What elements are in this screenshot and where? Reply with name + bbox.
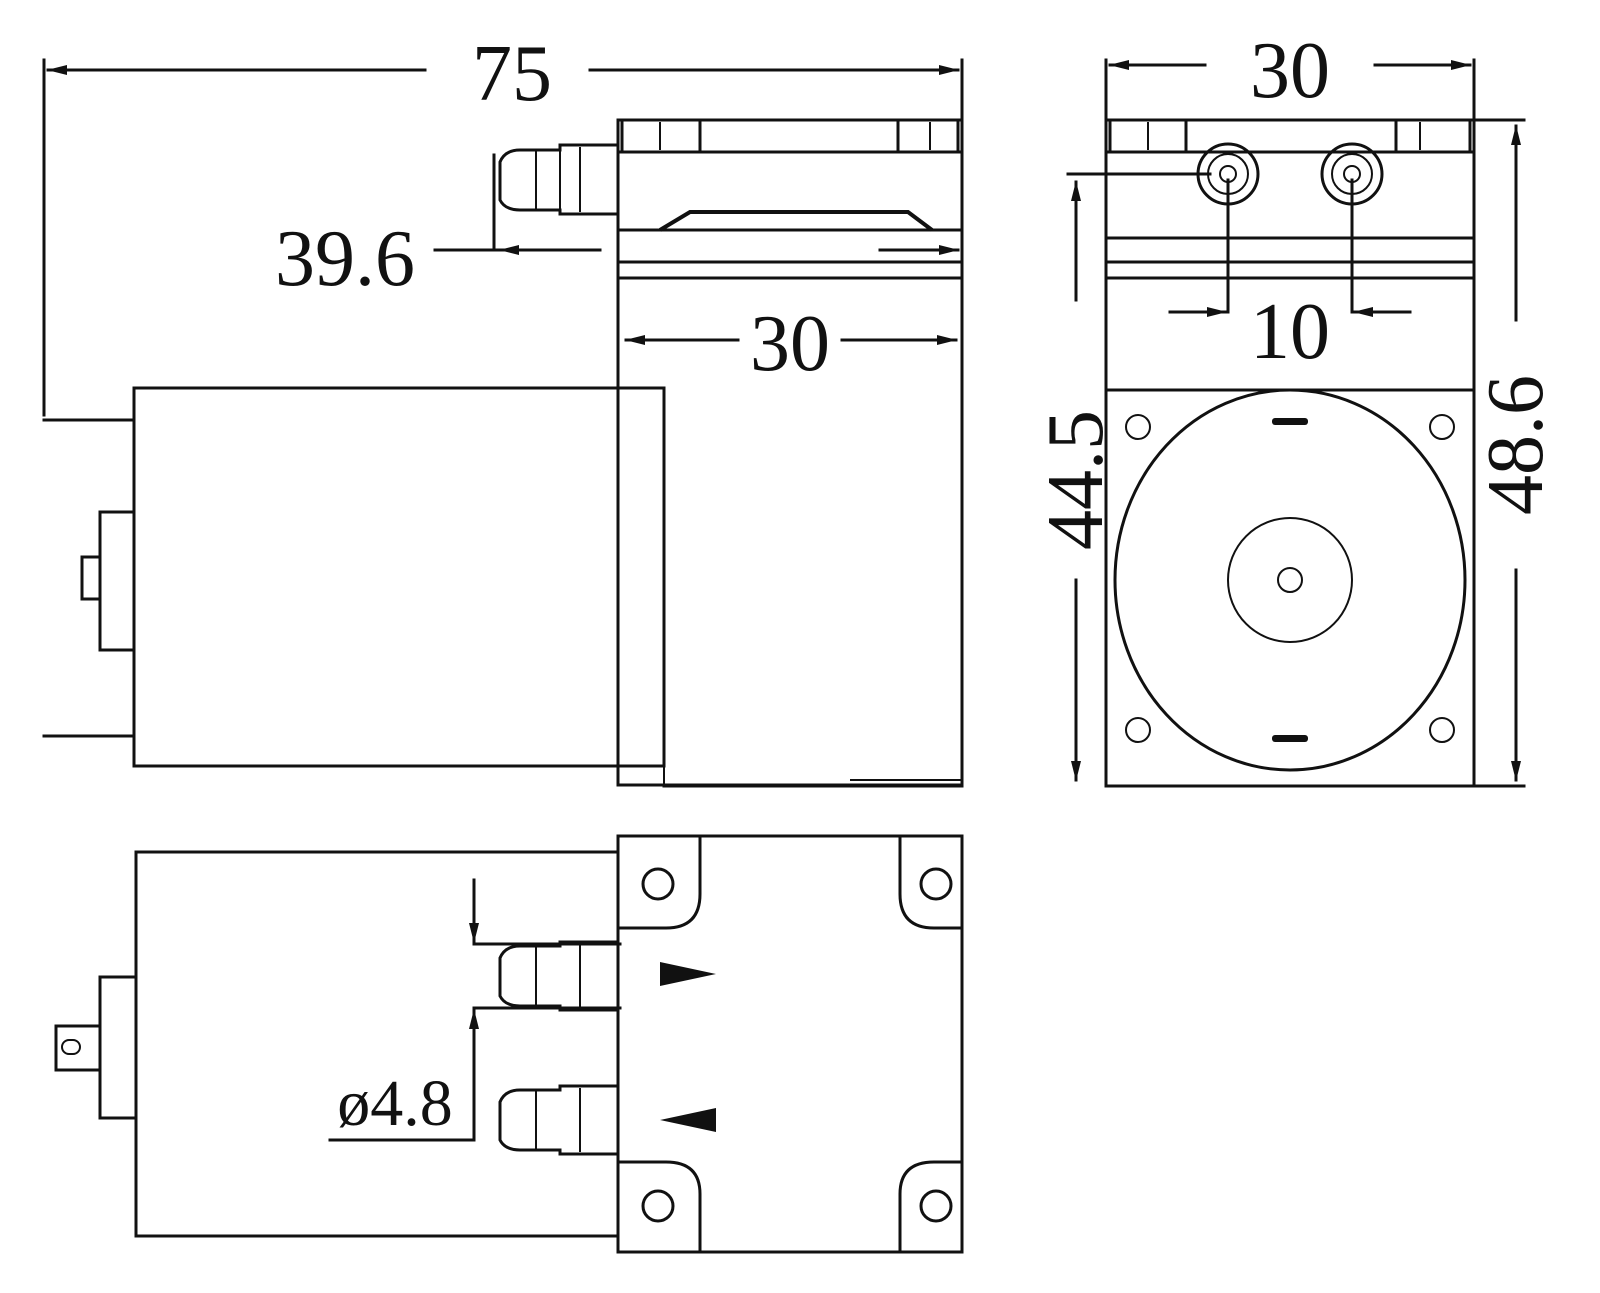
dim-overall-length: 75: [42, 30, 964, 417]
side-view: 75 39.6: [42, 30, 964, 788]
outlet-nozzle-side: [498, 143, 620, 216]
outlet-nozzle-top: [498, 940, 620, 1012]
motor-plate-front: [1104, 388, 1476, 788]
mount-hole: [1125, 717, 1151, 743]
dim-outlet-distance: 39.6: [275, 153, 960, 303]
pump-head-side: [616, 118, 964, 787]
top-view: ø4.8: [54, 834, 964, 1254]
dim-label-39-6: 39.6: [275, 215, 415, 303]
mount-hole: [1125, 414, 1151, 440]
motor-body-side: [42, 386, 964, 788]
front-view: 30: [1032, 27, 1560, 788]
dim-label-30-front: 30: [1250, 27, 1330, 115]
inlet-nozzle-top: [498, 1084, 620, 1156]
dim-label-75: 75: [472, 30, 552, 118]
dim-height-inner: 44.5: [1032, 172, 1212, 782]
pump-head-top: [616, 834, 964, 1254]
dim-nozzle-diameter: ø4.8: [328, 878, 622, 1142]
dim-height-overall: 48.6: [1472, 118, 1560, 788]
dim-label-44-5: 44.5: [1032, 410, 1120, 550]
dim-label-48-6: 48.6: [1472, 375, 1560, 515]
dim-label-10: 10: [1250, 288, 1330, 376]
motor-body-top: [134, 850, 620, 1238]
dim-label-4-8: ø4.8: [337, 1067, 453, 1140]
dim-head-length: 30: [624, 300, 958, 388]
dim-front-width: 30: [1104, 27, 1476, 122]
mount-hole: [1429, 717, 1455, 743]
terminal-top: [54, 975, 138, 1120]
mount-hole: [1429, 414, 1455, 440]
dim-label-30-side: 30: [750, 300, 830, 388]
dim-port-spacing: 10: [1168, 178, 1412, 376]
